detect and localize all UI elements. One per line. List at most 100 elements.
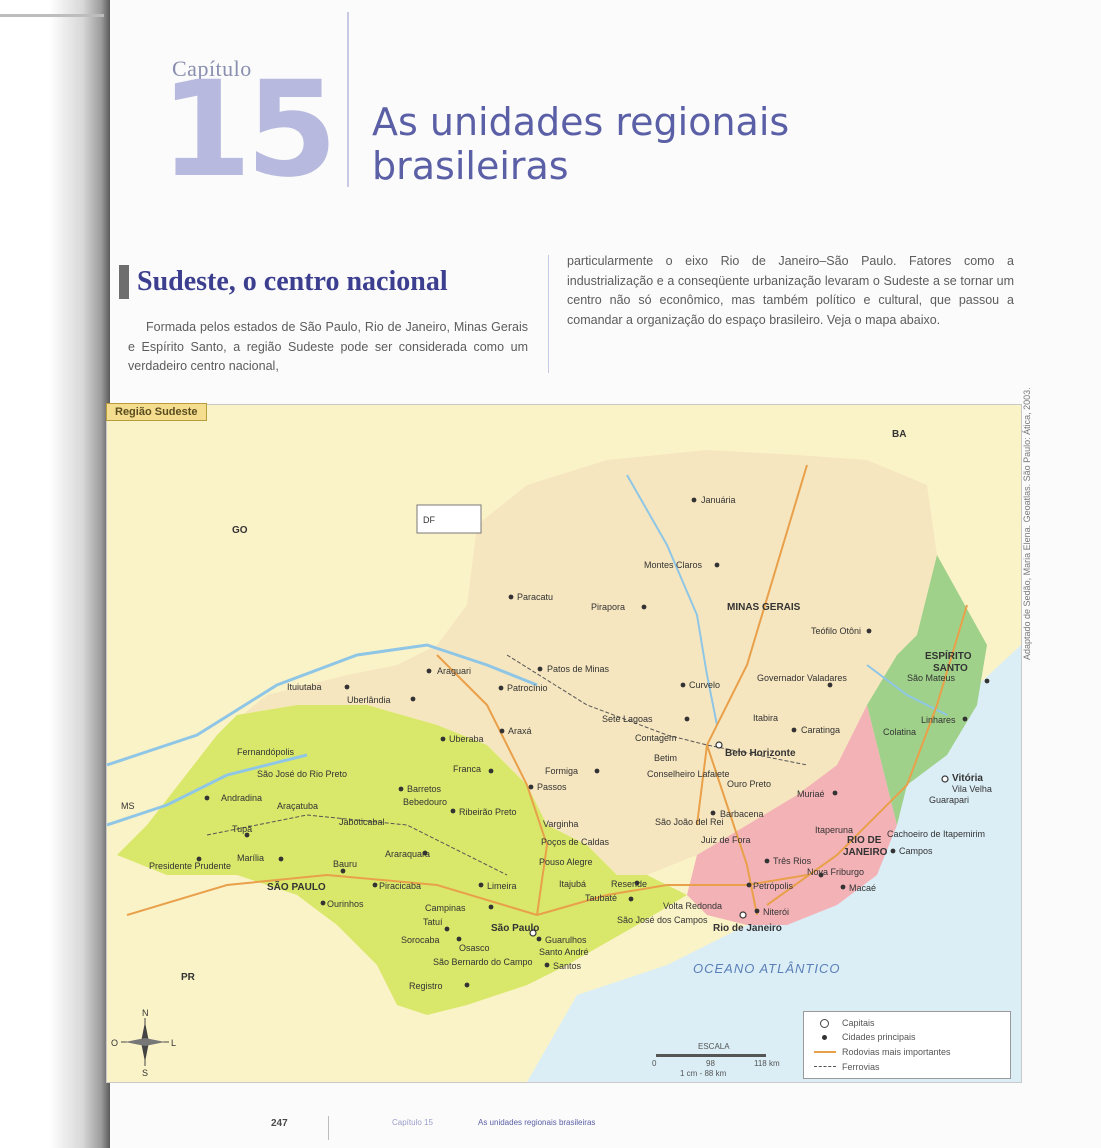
- map-title-label: Região Sudeste: [106, 403, 207, 421]
- city-dot-limeira: [478, 882, 484, 888]
- city-label-formiga: Formiga: [545, 766, 578, 776]
- city-label-presidente-prudente: Presidente Prudente: [149, 861, 231, 871]
- city-dot-patos-de-minas: [537, 666, 543, 672]
- city-label-niteroi: Niterói: [763, 907, 789, 917]
- highway-dutra: [536, 874, 808, 916]
- paragraph-right: particularmente o eixo Rio de Janeiro–Sã…: [567, 254, 1014, 327]
- paragraph-left: Formada pelos estados de São Paulo, Rio …: [128, 320, 528, 373]
- legend-row-capitals: Capitais: [814, 1016, 875, 1030]
- label-state-mg: MINAS GERAIS: [727, 602, 801, 613]
- city-dot-barretos: [398, 786, 404, 792]
- city-label-vitoria: Vitória: [952, 773, 983, 784]
- city-label-sao-paulo: São Paulo: [491, 923, 539, 934]
- city-label-belo-horizonte: Belo Horizonte: [725, 748, 796, 759]
- city-label-osasco: Osasco: [459, 943, 490, 953]
- label-ocean: OCEANO ATLÂNTICO: [693, 961, 840, 976]
- footer-title: As unidades regionais brasileiras: [478, 1118, 596, 1127]
- city-label-cachoeiro: Cachoeiro de Itapemirim: [887, 829, 985, 839]
- city-label-januaria: Januária: [701, 495, 736, 505]
- city-dot-formiga: [594, 768, 600, 774]
- compass-rose-icon: N S L O: [111, 1008, 176, 1078]
- city-label-uberaba: Uberaba: [449, 734, 484, 744]
- label-state-rj-2: JANEIRO: [843, 847, 888, 858]
- label-df: DF: [423, 515, 435, 525]
- city-label-patos-de-minas: Patos de Minas: [547, 664, 610, 674]
- city-dot-sao-paulo: [529, 929, 537, 937]
- city-label-guarulhos: Guarulhos: [545, 935, 587, 945]
- city-label-registro: Registro: [409, 981, 443, 991]
- city-dot-nova-friburgo: [818, 872, 824, 878]
- city-label-guarapari: Guarapari: [929, 795, 969, 805]
- city-label-jaboticabal: Jaboticabal: [339, 817, 385, 827]
- city-label-pouso-alegre: Pouso Alegre: [539, 857, 593, 867]
- scale-ratio: 1 cm - 88 km: [680, 1069, 727, 1078]
- city-dot-curvelo: [680, 682, 686, 688]
- city-dot-resende: [634, 880, 640, 886]
- chapter-number: 15: [160, 53, 338, 207]
- city-dot-campinas: [488, 904, 494, 910]
- city-label-barbacena: Barbacena: [720, 809, 764, 819]
- city-dot-campos: [890, 848, 896, 854]
- city-label-tres-rios: Três Rios: [773, 856, 812, 866]
- city-label-passos: Passos: [537, 782, 567, 792]
- map-source-credit: Adaptado de Sedão, Maria Elena. Geoatlas…: [1022, 387, 1032, 660]
- city-dot-belo-horizonte: [715, 741, 723, 749]
- city-label-pirapora: Pirapora: [591, 602, 625, 612]
- city-label-ribeirao-preto: Ribeirão Preto: [459, 807, 517, 817]
- city-label-tupa: Tupã: [232, 824, 252, 834]
- city-label-nova-friburgo: Nova Friburgo: [807, 867, 864, 877]
- city-label-sao-jose-do-rio-preto: São José do Rio Preto: [257, 769, 347, 779]
- city-label-sorocaba: Sorocaba: [401, 935, 440, 945]
- city-dot-tatui: [444, 926, 450, 932]
- highway-br101: [766, 604, 968, 906]
- scale-mid: 98: [706, 1059, 715, 1068]
- city-dot-araguari: [426, 668, 432, 674]
- city-label-sao-joao-del-rei: São João del Rei: [655, 817, 724, 827]
- city-label-patrocinio: Patrocínio: [507, 683, 548, 693]
- city-label-itajuba: Itajubá: [559, 879, 586, 889]
- city-dot-teofilo-otoni: [866, 628, 872, 634]
- map-legend: Capitais Cidades principais Rodovias mai…: [803, 1011, 1011, 1079]
- column-divider: [548, 255, 549, 373]
- compass-north: N: [142, 1008, 149, 1018]
- city-dot-bauru: [340, 868, 346, 874]
- city-label-montes-claros: Montes Claros: [644, 560, 703, 570]
- state-es-area: [867, 555, 987, 825]
- scale-title: ESCALA: [698, 1042, 730, 1051]
- city-dot-macae: [840, 884, 846, 890]
- city-dot-vitoria: [941, 775, 949, 783]
- df-box: [416, 504, 482, 534]
- city-dot-piracicaba: [372, 882, 378, 888]
- city-label-teofilo-otoni: Teófilo Otôni: [811, 626, 861, 636]
- city-dot-barbacena: [710, 810, 716, 816]
- city-label-colatina: Colatina: [883, 727, 916, 737]
- label-go: GO: [232, 525, 248, 536]
- city-label-juiz-de-fora: Juiz de Fora: [701, 835, 751, 845]
- city-label-piracicaba: Piracicaba: [379, 881, 421, 891]
- city-label-araraquara: Araraquara: [385, 849, 430, 859]
- city-label-muriae: Muriaé: [797, 789, 825, 799]
- label-state-es-2: SANTO: [933, 663, 968, 674]
- railway-symbol-icon: [814, 1062, 836, 1072]
- page-edge: [0, 14, 104, 17]
- city-label-santos: Santos: [553, 961, 582, 971]
- book-spine-shadow: [0, 0, 110, 1148]
- city-dot-patrocinio: [498, 685, 504, 691]
- highway-br040: [706, 744, 758, 916]
- footer-divider: [328, 1116, 329, 1140]
- city-label-rio-de-janeiro: Rio de Janeiro: [713, 923, 782, 934]
- legend-railways-label: Ferrovias: [842, 1062, 880, 1072]
- city-dot-registro: [464, 982, 470, 988]
- scale-start: 0: [652, 1059, 657, 1068]
- map-canvas: BA GO DF MS PR MINAS GERAIS SÃO PAULO ES…: [107, 405, 1021, 1082]
- city-dot-januaria: [691, 497, 697, 503]
- city-dot-franca: [488, 768, 494, 774]
- city-label-governador-valadares: Governador Valadares: [757, 673, 847, 683]
- railway-1: [206, 814, 508, 876]
- city-dot-linhares: [962, 716, 968, 722]
- city-dot-santos: [544, 962, 550, 968]
- city-label-tatui: Tatuí: [423, 917, 443, 927]
- city-label-santo-andre: Santo André: [539, 947, 589, 957]
- city-dot-ituiutaba: [344, 684, 350, 690]
- city-label-fernandopolis: Fernandópolis: [237, 747, 295, 757]
